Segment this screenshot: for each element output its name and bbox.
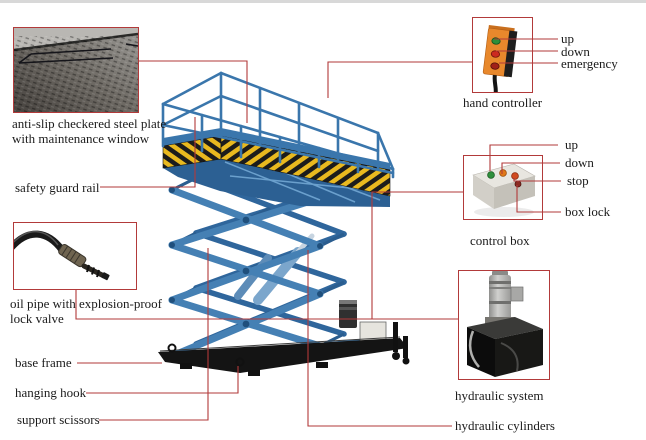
- connector-hanging-hook: [86, 366, 239, 394]
- label-anti-slip-plate-line2: with maintenance window: [12, 131, 150, 146]
- support-scissors-back: [193, 175, 347, 347]
- label-cb-down: down: [565, 155, 594, 170]
- checkered-plate-art: [14, 28, 138, 112]
- explosion-proof-valve: [58, 243, 87, 268]
- label-anti-slip-plate: anti-slip checkered steel plate with mai…: [12, 116, 166, 146]
- scissor-axles: [171, 176, 345, 358]
- label-hand-controller: hand controller: [463, 95, 543, 110]
- hand-controller-photo: [472, 17, 533, 93]
- label-safety-guard-rail: safety guard rail: [15, 180, 100, 195]
- label-hydraulic-system: hydraulic system: [455, 388, 544, 403]
- emergency-button: [490, 62, 500, 70]
- label-oil-pipe-line2: lock valve: [10, 311, 64, 326]
- top-gray-strip: [0, 0, 646, 3]
- label-base-frame: base frame: [15, 355, 72, 370]
- stop-button: [511, 172, 519, 180]
- label-hc-down: down: [561, 44, 590, 59]
- connector-hand-controller: [327, 61, 472, 98]
- label-cb-stop: stop: [567, 173, 589, 188]
- hazard-stripes-front: [220, 135, 391, 197]
- label-hanging-hook: hanging hook: [15, 385, 87, 400]
- connector-hydraulic-cylinders: [307, 250, 452, 427]
- platform: [162, 128, 391, 207]
- hanging-hook-shape-2: [235, 357, 245, 367]
- hazard-stripes-left: [162, 135, 222, 169]
- label-cb-box-lock: box lock: [565, 204, 611, 219]
- hand-controller-art: [482, 25, 518, 92]
- label-anti-slip-plate-line1: anti-slip checkered steel plate: [12, 116, 167, 131]
- support-scissors-front: [168, 186, 361, 360]
- label-oil-pipe-line1: oil pipe with explosion-proof: [10, 296, 163, 311]
- label-hydraulic-cylinders: hydraulic cylinders: [455, 418, 555, 433]
- scissor-pivots: [169, 187, 323, 359]
- up-button: [491, 37, 501, 45]
- checkered-plate-photo: [13, 27, 139, 113]
- hanging-hook-shape: [167, 343, 177, 353]
- control-box-art: [472, 163, 536, 217]
- label-support-scissors: support scissors: [17, 412, 100, 427]
- power-unit: [339, 300, 387, 343]
- maintenance-window-outline: [18, 43, 138, 64]
- motor: [489, 275, 511, 321]
- controller-cable: [492, 74, 498, 92]
- hydraulic-system-art: [467, 271, 543, 377]
- oil-tank: [467, 317, 543, 339]
- connector-control-box: [371, 191, 463, 319]
- hydraulic-system-photo: [458, 270, 550, 380]
- oil-pipe-photo: [13, 222, 137, 290]
- control-box-photo: [463, 155, 543, 220]
- box-lock-shape: [514, 180, 522, 188]
- label-cb-up: up: [565, 137, 578, 152]
- hydraulic-cylinder-shapes: [234, 233, 315, 305]
- down-button: [499, 169, 507, 177]
- label-oil-pipe: oil pipe with explosion-proof lock valve: [10, 296, 162, 326]
- label-control-box: control box: [470, 233, 530, 248]
- down-button: [490, 50, 501, 58]
- label-hc-emergency: emergency: [561, 56, 618, 71]
- safety-guard-rail-shape: [161, 71, 395, 179]
- oil-pipe-art: [14, 230, 110, 281]
- connector-plate: [139, 60, 248, 123]
- label-hc-up: up: [561, 31, 574, 46]
- up-button: [487, 171, 495, 179]
- base-frame-shape: [158, 322, 410, 376]
